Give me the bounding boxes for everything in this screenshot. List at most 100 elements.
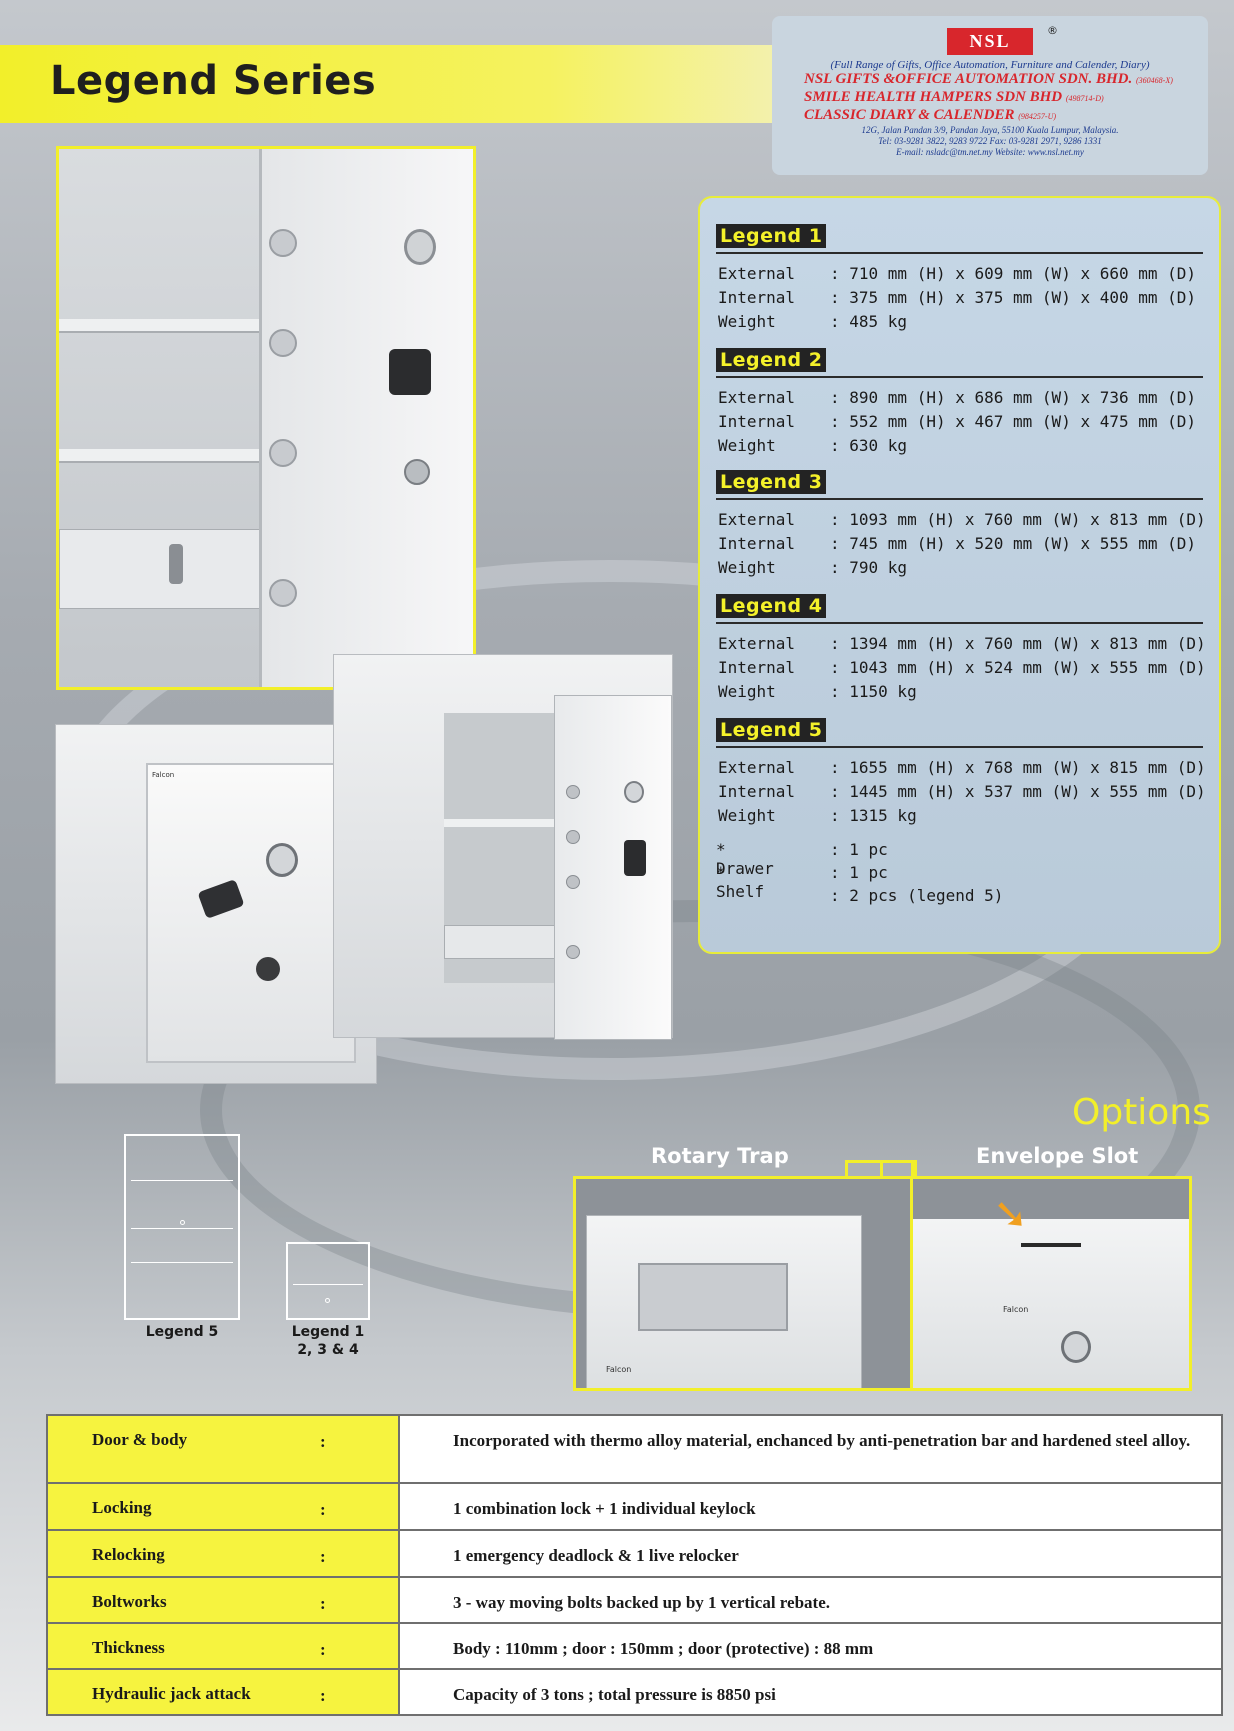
specifications-panel: Legend 1 External : 710 mm (H) x 609 mm (… [698,196,1221,954]
spec-row-internal: Internal: 1043 mm (H) x 524 mm (W) x 555… [718,658,1219,682]
spec-label: Internal [718,288,796,307]
combination-dial-icon [1061,1331,1091,1363]
spec-label: Weight [718,806,776,825]
keylock-icon [256,957,280,981]
spec-value: : 1043 mm (H) x 524 mm (W) x 555 mm (D) [830,658,1206,677]
spec-label: External [718,510,796,529]
spec-legend-5: Legend 5 External: 1655 mm (H) x 768 mm … [700,718,1219,830]
spec-row-weight: Weight: 485 kg [718,312,1219,336]
table-row: Hydraulic jack attack: Capacity of 3 ton… [46,1668,1223,1716]
bolt-icon [566,785,580,799]
divider [716,622,1203,624]
company-phone: Tel: 03-9281 3822, 9283 9722 Fax: 03-928… [878,136,1102,146]
accessory-value: : 1 pc [830,863,888,882]
spec-value: : 552 mm (H) x 467 mm (W) x 475 mm (D) [830,412,1197,431]
drawer [59,529,269,609]
spec-value: : 375 mm (H) x 375 mm (W) x 400 mm (D) [830,288,1197,307]
spec-value: : 630 kg [830,436,908,455]
feature-colon: : [320,1640,326,1659]
feature-colon: : [320,1594,326,1613]
diagram-caption-legend-5: Legend 5 [145,1324,219,1340]
combination-dial-icon [404,229,436,265]
diagram-shelf [293,1284,363,1285]
spec-row-weight: Weight: 790 kg [718,558,1219,582]
handle-icon [389,349,431,395]
spec-label: Weight [718,682,776,701]
spec-label: External [718,634,796,653]
bolt-icon [566,830,580,844]
table-row: Locking: 1 combination lock + 1 individu… [46,1482,1223,1531]
bolt-icon [269,579,297,607]
feature-value: 3 - way moving bolts backed up by 1 vert… [398,1576,1223,1624]
legend-5-diagram [124,1134,240,1320]
page-title: Legend Series [50,58,377,104]
company-name-3: CLASSIC DIARY & CALENDER (984257-U) [804,107,1057,123]
company-address: 12G, Jalan Pandan 3/9, Pandan Jaya, 5510… [861,125,1119,135]
divider [716,252,1203,254]
feature-value: Capacity of 3 tons ; total pressure is 8… [398,1668,1223,1716]
feature-label: Locking [92,1498,152,1517]
spec-label: Internal [718,782,796,801]
option-rotary-trap-label: Rotary Trap [651,1144,789,1168]
keyhole-icon [325,1298,330,1303]
company-name-2: SMILE HEALTH HAMPERS SDN BHD (498714-D) [804,89,1104,105]
accessory-value: : 2 pcs (legend 5) [830,886,1004,905]
spec-legend-3: Legend 3 External: 1093 mm (H) x 760 mm … [700,470,1219,582]
safe-body [913,1219,1189,1388]
arrow-icon: ➘ [993,1189,1029,1238]
option-envelope-slot-label: Envelope Slot [976,1144,1139,1168]
bolt-icon [269,229,297,257]
combination-dial-icon [266,843,298,877]
spec-row-weight: Weight: 1315 kg [718,806,1219,830]
spec-value: : 745 mm (H) x 520 mm (W) x 555 mm (D) [830,534,1197,553]
spec-label: External [718,264,796,283]
spec-label: Weight [718,436,776,455]
spec-label: Weight [718,558,776,577]
feature-value: Body : 110mm ; door : 150mm ; door (prot… [398,1622,1223,1670]
spec-value: : 890 mm (H) x 686 mm (W) x 736 mm (D) [830,388,1197,407]
safe-door [554,695,672,1040]
spec-row-weight: Weight : 630 kg [718,436,1219,460]
drawer [444,925,572,959]
feature-colon: : [320,1432,326,1451]
rotary-trap-slot [638,1263,788,1331]
feature-label: Thickness [92,1638,165,1657]
feature-colon: : [320,1686,326,1705]
accessory-label: * Drawer [716,840,774,878]
feature-label: Hydraulic jack attack [92,1684,251,1703]
spec-value: : 1655 mm (H) x 768 mm (W) x 815 mm (D) [830,758,1206,777]
spec-value: : 485 kg [830,312,908,331]
brand-badge: Falcon [606,1365,632,1374]
spec-model-name: Legend 1 [716,224,827,248]
envelope-slot-photo: ➘ Falcon [910,1176,1192,1391]
bolt-icon [566,945,580,959]
spec-model-name: Legend 2 [716,348,827,372]
company-tagline: (Full Range of Gifts, Office Automation,… [830,59,1150,71]
divider [716,746,1203,748]
spec-model-name: Legend 4 [716,594,827,618]
feature-label-cell: Relocking: [46,1529,400,1578]
feature-colon: : [320,1547,326,1566]
shelf [444,819,572,827]
diagram-shelf [131,1180,233,1181]
diagram-caption-legend-2-3-4: 2, 3 & 4 [297,1342,359,1358]
spec-legend-1: Legend 1 External : 710 mm (H) x 609 mm (… [700,224,1219,336]
bolt-icon [269,329,297,357]
divider [716,376,1203,378]
feature-label-cell: Thickness: [46,1622,400,1670]
bolt-icon [566,875,580,889]
spec-row-external: External: 890 mm (H) x 686 mm (W) x 736 … [718,388,1219,412]
spec-row-internal: Internal : 375 mm (H) x 375 mm (W) x 400 … [718,288,1219,312]
registered-mark: ® [1047,24,1058,37]
spec-row-internal: Internal: 1445 mm (H) x 537 mm (W) x 555… [718,782,1219,806]
feature-label-cell: Door & body: [46,1414,400,1484]
feature-label: Relocking [92,1545,165,1564]
closed-safe-photo: Falcon [55,724,377,1084]
drawer-key [169,544,183,584]
brand-badge: Falcon [152,771,175,779]
spec-label: Internal [718,534,796,553]
open-safe-photo [333,654,673,1040]
spec-value: : 710 mm (H) x 609 mm (W) x 660 mm (D) [830,264,1197,283]
shelf [59,449,269,463]
table-row: Relocking: 1 emergency deadlock & 1 live… [46,1529,1223,1578]
